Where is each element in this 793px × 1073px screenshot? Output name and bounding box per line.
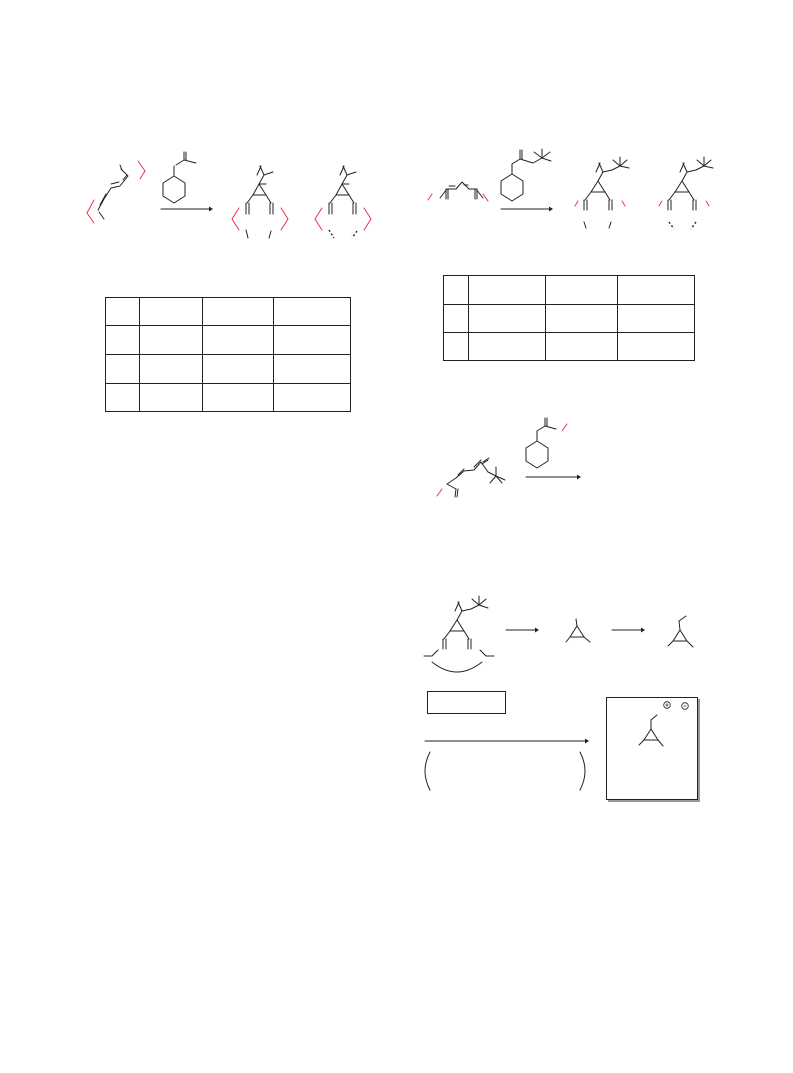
scheme-2-product-b-red-left [658, 200, 663, 207]
scheme-1-product-a-red-left [231, 207, 240, 231]
table-cell [273, 325, 351, 356]
scheme-3-red-group-substrate [436, 488, 443, 497]
minus-circle-icon [681, 702, 689, 710]
table-cell [139, 325, 203, 356]
table-cell [139, 382, 203, 413]
scheme-1-diene-substrate [97, 164, 129, 220]
scheme-3-substrate [446, 457, 506, 498]
scheme-2-product-a-red-right [621, 200, 626, 207]
scheme-4-intermediate [565, 618, 591, 643]
table-cell [545, 332, 618, 361]
scheme-1-product-a [245, 165, 274, 239]
scheme-2-product-a [583, 156, 630, 229]
scheme-1-product-b-red-left [314, 207, 323, 231]
table-cell [202, 325, 274, 356]
scheme-2-product-b [667, 156, 714, 230]
scheme-1-product-a-red-right [280, 207, 289, 231]
panel-cyclopropane-structure [638, 714, 664, 747]
results-table-right [443, 275, 695, 361]
table-cell [139, 296, 203, 327]
results-table-left [105, 296, 351, 413]
table-cell [105, 354, 140, 384]
scheme-3-reagent [525, 417, 557, 469]
plus-circle-icon [663, 701, 671, 709]
scheme-2-red-group-right [482, 193, 489, 202]
right-parenthesis [579, 751, 586, 791]
scheme-2-red-group-left [427, 193, 433, 201]
scheme-1-red-group-left [86, 199, 95, 224]
table-cell [273, 382, 351, 413]
product-panel-structure [638, 701, 689, 747]
product-panel [606, 697, 698, 800]
scheme-3-red-group-reagent [561, 423, 568, 432]
condition-box [427, 691, 506, 714]
scheme-2-reagent [500, 148, 552, 202]
scheme-1-reagent [162, 151, 197, 204]
table-cell [617, 332, 695, 361]
scheme-1-product-b-red-right [363, 207, 372, 231]
scheme-2-product-a-red-left [574, 200, 579, 207]
left-parenthesis [424, 751, 431, 791]
table-cell [468, 332, 546, 361]
scheme-4-final-product [667, 615, 694, 648]
scheme-2-product-b-red-right [705, 200, 710, 207]
scheme-4-starting-cyclopropane [423, 595, 495, 673]
table-cell [202, 382, 274, 413]
scheme-1-product-b [328, 165, 358, 239]
scheme-1-red-group-right [137, 160, 146, 180]
scheme-2-diene-substrate [439, 181, 484, 200]
